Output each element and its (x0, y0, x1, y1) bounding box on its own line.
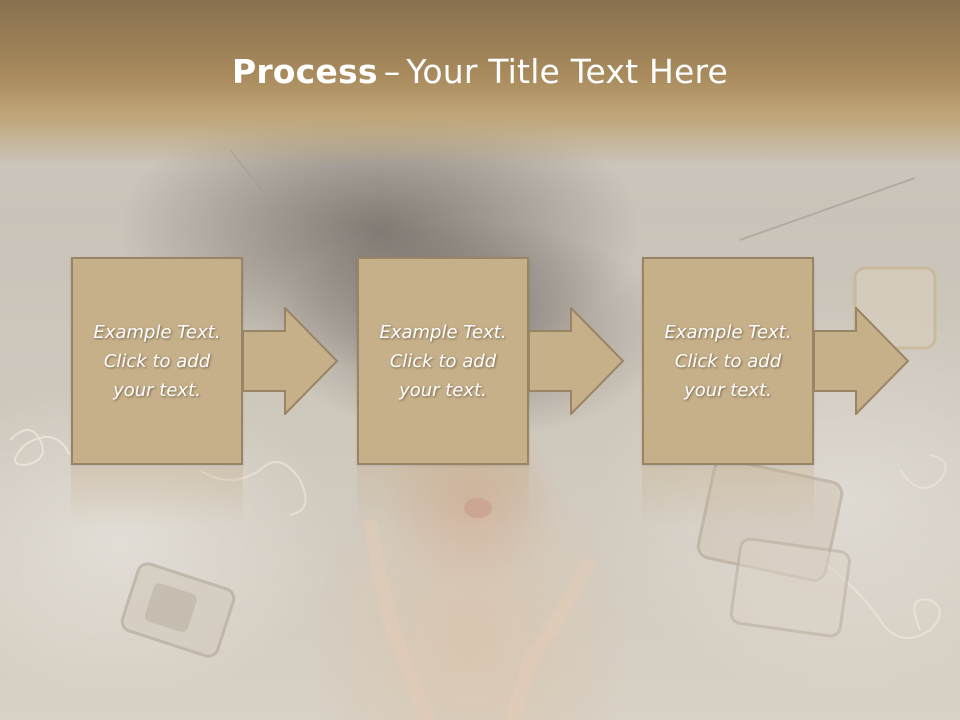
step-2-reflection (357, 467, 529, 527)
process-step-1[interactable]: Example Text. Click to add your text. (71, 257, 243, 465)
process-step-3[interactable]: Example Text. Click to add your text. (642, 257, 814, 465)
step-1-reflection (71, 467, 243, 527)
process-arrow-3-icon (814, 307, 910, 415)
title-rest: Your Title Text Here (406, 52, 729, 91)
process-step-2[interactable]: Example Text. Click to add your text. (357, 257, 529, 465)
step-1-line-3: your text. (113, 379, 201, 401)
step-2-line-2: Click to add (389, 350, 497, 372)
step-3-line-1: Example Text. (664, 321, 792, 343)
process-arrow-1-icon (243, 307, 339, 415)
step-1-line-2: Click to add (103, 350, 211, 372)
process-step-1-text[interactable]: Example Text. Click to add your text. (85, 318, 228, 405)
step-3-line-3: your text. (684, 379, 772, 401)
process-arrow-2-icon (529, 307, 625, 415)
slide-title[interactable]: Process–Your Title Text Here (0, 52, 960, 91)
title-band (0, 0, 960, 165)
title-dash: – (383, 52, 401, 91)
step-3-line-2: Click to add (674, 350, 782, 372)
step-2-line-1: Example Text. (379, 321, 507, 343)
title-bold: Process (231, 52, 378, 91)
process-step-2-text[interactable]: Example Text. Click to add your text. (371, 318, 514, 405)
step-2-line-3: your text. (399, 379, 487, 401)
step-1-line-1: Example Text. (93, 321, 221, 343)
step-3-reflection (642, 467, 814, 527)
process-step-3-text[interactable]: Example Text. Click to add your text. (656, 318, 799, 405)
